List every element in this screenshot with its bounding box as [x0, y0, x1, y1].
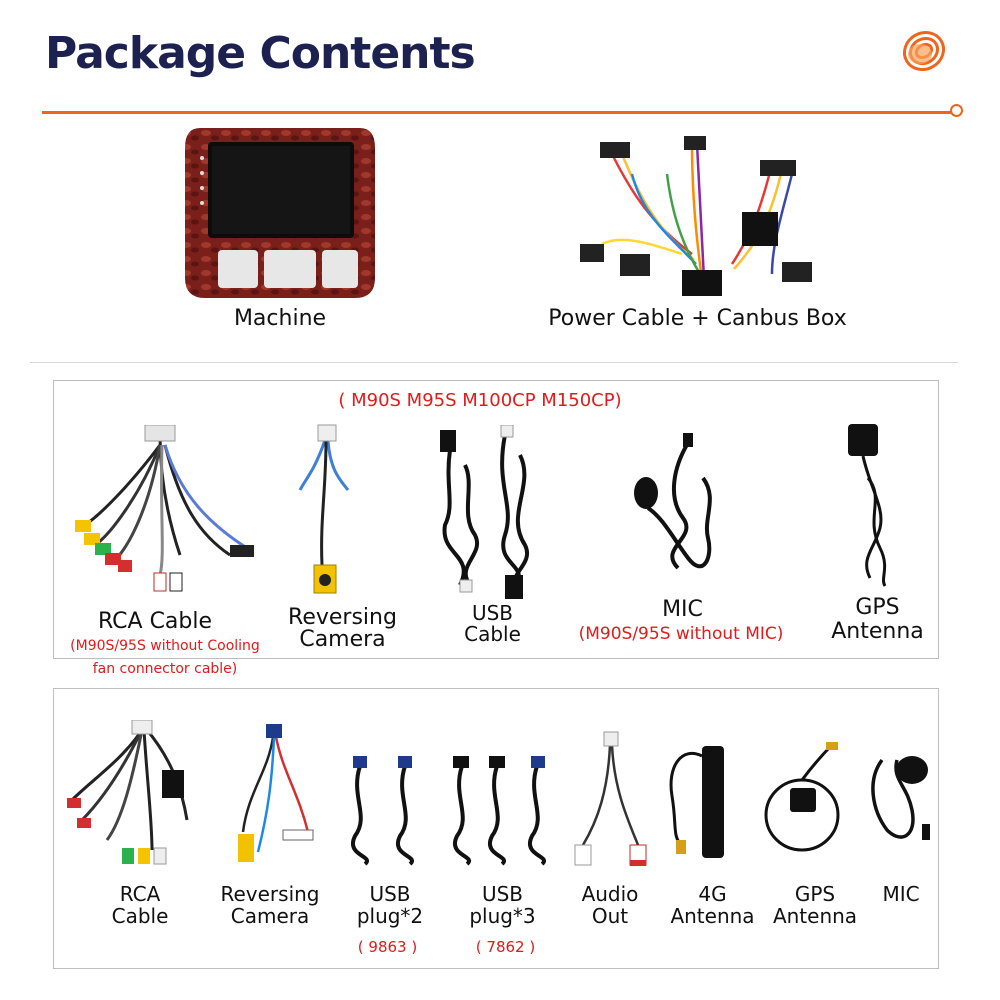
brand-logo-icon: [902, 30, 946, 72]
4g-antenna-label-1: 4G: [698, 882, 727, 906]
gps-antenna-image: [848, 424, 887, 587]
reversing-camera-label-2: Camera: [299, 627, 386, 652]
title-divider: [42, 111, 952, 114]
rca-cable-image: [75, 425, 254, 592]
4g-antenna-label-2: Antenna: [670, 904, 755, 928]
mic-2-image: [871, 756, 930, 840]
gps-antenna-label-1: GPS: [855, 595, 900, 620]
gps-antenna-2-label-2: Antenna: [772, 904, 858, 928]
reversing-camera-label-1: Reversing: [288, 605, 397, 630]
mic-label: MIC: [662, 597, 703, 622]
usb-plug-3-image: [453, 756, 546, 866]
rca-cable-2-label-1: RCA: [119, 882, 161, 906]
reversing-camera-2-label-1: Reversing: [220, 882, 320, 906]
usb-plug-3-note: ( 7862 ): [475, 938, 536, 956]
usb-plug-2-note: ( 9863 ): [357, 938, 418, 956]
usb-cable-label-2: Cable: [464, 622, 521, 646]
usb-plug-3-label-2: plug*3: [469, 904, 536, 928]
audio-out-label-1: Audio: [581, 882, 639, 906]
mic-image: [634, 433, 712, 570]
audio-out-label-2: Out: [591, 904, 629, 928]
usb-cable-image: [440, 425, 529, 599]
rca-cable-2-image: [67, 720, 189, 865]
accessory-group-1: [53, 380, 939, 659]
mic-note: (M90S/95S without MIC): [578, 624, 784, 644]
section-separator: [30, 362, 958, 363]
rca-cable-note-2: fan connector cable): [92, 661, 238, 677]
rca-cable-2-label-2: Cable: [111, 904, 169, 928]
4g-antenna-image: [669, 746, 724, 858]
reversing-camera-2-image: [238, 724, 314, 862]
usb-plug-2-label-1: USB: [369, 882, 411, 906]
gps-antenna-label-2: Antenna: [831, 619, 924, 644]
power-cable-label: Power Cable + Canbus Box: [548, 306, 847, 331]
accessory-group-2: [53, 688, 939, 969]
machine-image: [185, 128, 375, 298]
reversing-camera-2-label-2: Camera: [230, 904, 310, 928]
usb-plug-2-label-2: plug*2: [356, 904, 424, 928]
gps-antenna-2-label-1: GPS: [794, 882, 836, 906]
usb-cable-label-1: USB: [471, 601, 514, 625]
title-divider-end: [950, 104, 963, 117]
power-cable-image: [580, 136, 812, 296]
rca-cable-label: RCA Cable: [97, 609, 213, 634]
mic-2-label: MIC: [882, 882, 920, 906]
page-title: Package Contents: [45, 28, 476, 79]
rca-cable-note-1: (M90S/95S without Cooling: [70, 638, 260, 654]
model-list: ( M90S M95S M100CP M150CP): [338, 390, 622, 411]
reversing-camera-image: [298, 424, 350, 594]
usb-plug-2-image: [351, 756, 414, 866]
audio-out-image: [574, 731, 647, 866]
machine-label: Machine: [233, 306, 327, 331]
usb-plug-3-label-1: USB: [481, 882, 524, 906]
gps-antenna-2-image: [764, 742, 840, 852]
